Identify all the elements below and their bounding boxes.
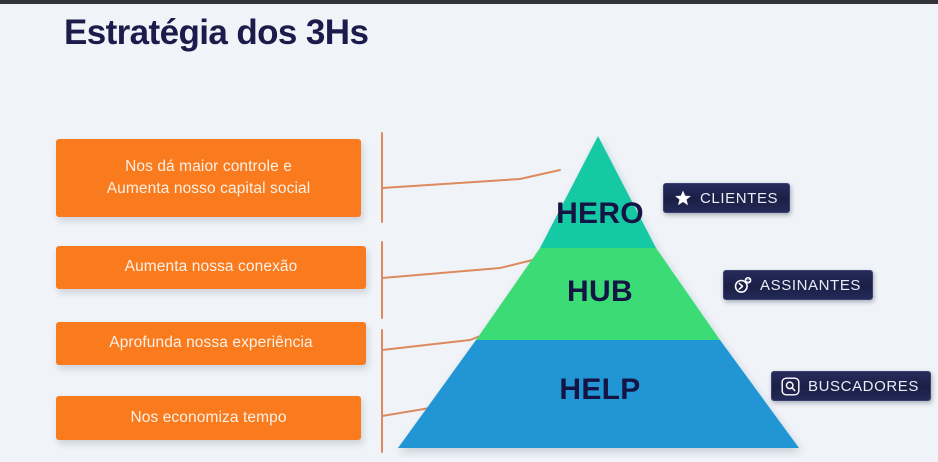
pyramid-diagram: HERO HUB HELP <box>390 128 810 458</box>
pyramid-tier-label-hub: HUB <box>567 275 633 308</box>
audience-badge-buscadores: BUSCADORES <box>771 371 932 401</box>
pyramid-tier-hub <box>476 248 720 340</box>
search-icon <box>781 376 800 396</box>
benefit-box: Nos economiza tempo <box>56 396 361 440</box>
pyramid-tier-help <box>398 340 799 448</box>
pyramid-tier-label-hero: HERO <box>556 197 644 230</box>
benefit-box: Nos dá maior controle e Aumenta nosso ca… <box>56 139 361 217</box>
window-top-strip <box>0 0 938 4</box>
audience-badge-assinantes: ASSINANTES <box>723 270 874 300</box>
star-icon <box>673 189 692 208</box>
add-subscriber-icon <box>733 276 752 295</box>
audience-badge-label: ASSINANTES <box>760 276 862 294</box>
benefit-line-1: Aumenta nossa conexão <box>124 258 298 276</box>
benefit-box: Aumenta nossa conexão <box>56 246 366 289</box>
benefit-line-2: Aumenta nosso capital social <box>106 180 311 197</box>
pyramid-tier-hero <box>540 136 656 248</box>
audience-badge-label: BUSCADORES <box>808 377 920 395</box>
benefit-box: Aprofunda nossa experiência <box>56 322 366 365</box>
page-title: Estratégia dos 3Hs <box>64 13 369 52</box>
benefit-line-1: Nos dá maior controle e <box>125 157 292 175</box>
pyramid-tier-label-help: HELP <box>559 373 641 406</box>
benefit-line-1: Aprofunda nossa experiência <box>109 334 313 352</box>
audience-badge-clientes: CLIENTES <box>663 183 791 213</box>
benefit-line-1: Nos economiza tempo <box>130 408 287 426</box>
audience-badge-label: CLIENTES <box>700 189 779 207</box>
